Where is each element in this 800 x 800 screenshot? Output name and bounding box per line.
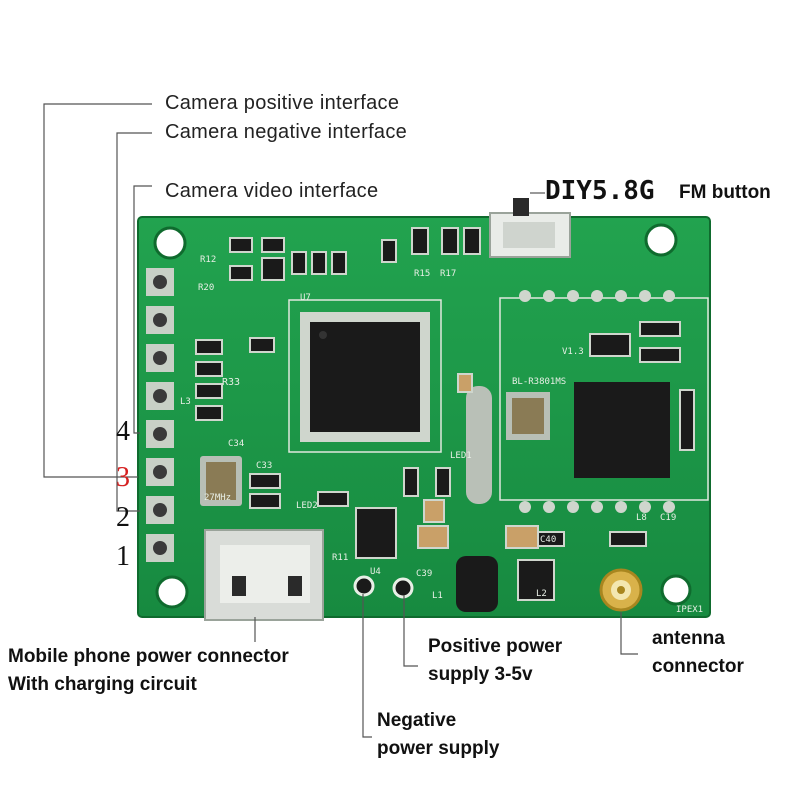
silk-l3: L3 [180,397,191,407]
silk-c33: C33 [256,461,272,471]
header-pins [146,268,174,562]
silk-r15: R15 [414,269,430,279]
main-chip [288,299,442,453]
leader-cam-pos [43,103,152,478]
capacitors [417,373,539,549]
smd-components [195,227,695,547]
pin-number-2: 2 [116,502,130,533]
leader-positive [403,595,418,667]
silk-c39: C39 [416,569,432,579]
leader-lines [43,103,638,738]
leader-cam-video [133,185,152,434]
mounting-holes [153,223,692,609]
leader-antenna [620,612,638,655]
label-antenna-line2: connector [652,656,744,677]
label-positive-line1: Positive power [428,636,563,657]
silk-ipex: IPEX1 [676,605,703,615]
silk-u7: U7 [300,293,311,303]
label-positive-power: Positive power supply 3-5v [428,633,562,689]
label-antenna-connector: antenna connector [652,625,744,681]
silk-u4: U4 [370,567,381,577]
silk-c40: C40 [540,535,556,545]
label-antenna-line1: antenna [652,628,725,649]
label-diy: DIY5.8G [545,176,655,206]
silk-r11: R11 [332,553,348,563]
silk-l2: L2 [536,589,547,599]
silk-l1: L1 [432,591,443,601]
label-camera-negative: Camera negative interface [165,121,408,143]
silk-l8: L8 [636,513,647,523]
label-positive-line2: supply 3-5v [428,664,533,685]
label-negative-line2: power supply [377,738,500,759]
silk-r17: R17 [440,269,456,279]
pin-number-1: 1 [116,541,130,572]
pin-number-4: 4 [116,416,130,447]
label-mobile-line1: Mobile phone power connector [8,646,289,667]
label-negative-power: Negative power supply [377,707,499,763]
silk-r33: R33 [222,377,240,388]
usb-connector-part [204,529,324,621]
regulator [353,507,555,612]
silk-r20: R20 [198,283,214,293]
silk-freq: 27MHz [204,493,231,503]
leader-cam-neg [116,132,152,512]
label-camera-video: Camera video interface [165,180,379,202]
label-mobile-line2: With charging circuit [8,674,197,695]
silk-module: BL-R3801MS [512,377,566,387]
silk-led2: LED2 [296,501,318,511]
leader-negative [362,594,372,738]
label-mobile-connector: Mobile phone power connector With chargi… [8,643,289,699]
silk-c19: C19 [660,513,676,523]
label-fm-button: FM button [679,182,771,203]
label-negative-line1: Negative [377,710,457,731]
silk-c34: C34 [228,439,244,449]
fm-button-part [489,198,571,258]
silk-r12: R12 [200,255,216,265]
rf-module [499,290,709,513]
crystals [200,386,492,506]
silk-led1: LED1 [450,451,472,461]
pin-number-3: 3 [116,462,130,493]
antenna-connector-part [599,568,643,612]
silk-v13: V1.3 [562,347,584,357]
label-camera-positive: Camera positive interface [165,92,400,114]
